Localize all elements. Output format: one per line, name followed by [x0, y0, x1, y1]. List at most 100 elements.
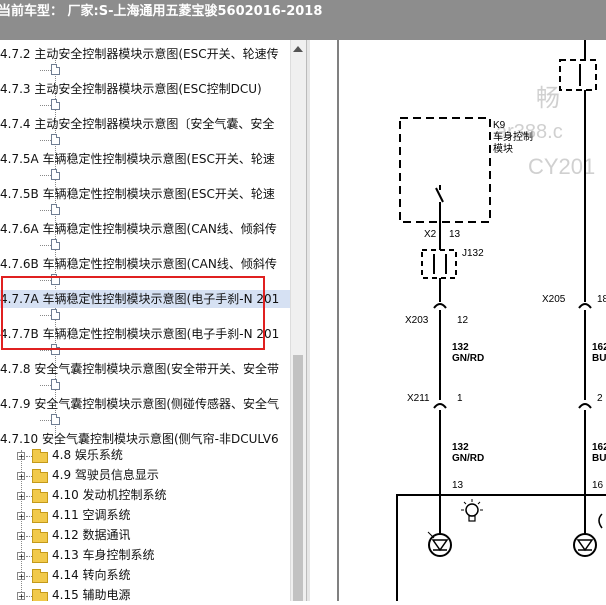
expand-icon[interactable]: +	[17, 552, 25, 561]
expand-icon[interactable]: +	[17, 452, 25, 461]
tree-folder-label: 4.15 辅助电源	[52, 588, 131, 601]
tree-folder-4-14[interactable]: 4.14 转向系统	[52, 566, 131, 584]
connector-symbol	[433, 303, 447, 309]
expand-icon[interactable]: +	[17, 512, 25, 521]
wire-color: GN/RD	[452, 453, 484, 464]
tree-branch	[40, 175, 51, 176]
watermark-text: ar388.c	[496, 121, 563, 143]
tree-folder-4-8[interactable]: 4.8 娱乐系统	[52, 446, 123, 464]
k9-code: K9	[493, 120, 506, 131]
tree-folder-4-15[interactable]: 4.15 辅助电源	[52, 586, 131, 601]
window-title-bar: 当前车型： 厂家:S-上海通用五菱宝骏5602016-2018	[0, 0, 606, 40]
connector-label: X205	[542, 294, 566, 305]
connector-label: J132	[462, 248, 484, 259]
tree-guide-line	[55, 60, 56, 445]
tree-folder-4-11[interactable]: 4.11 空调系统	[52, 506, 131, 524]
pin-label: 18	[597, 294, 606, 305]
tree-item-4-7-4[interactable]: 4.7.4 主动安全控制器模块示意图〔安全气囊、安全	[0, 115, 290, 133]
connector-label: X2	[424, 229, 437, 240]
tree-branch	[40, 350, 51, 351]
pin-label: 2	[597, 393, 603, 404]
wire-number: 132	[452, 442, 469, 453]
expand-icon[interactable]: +	[17, 492, 25, 501]
tree-branch	[40, 105, 51, 106]
document-icon	[51, 134, 60, 145]
connector-label: X203	[405, 315, 429, 326]
tree-branch	[26, 596, 32, 597]
tree-branch	[26, 536, 32, 537]
tree-folder-label: 4.13 车身控制系统	[52, 548, 155, 562]
tree-branch	[40, 385, 51, 386]
expand-icon[interactable]: +	[17, 572, 25, 581]
tree-item-4-7-8[interactable]: 4.7.8 安全气囊控制模块示意图(安全带开关、安全带	[0, 360, 290, 378]
document-icon	[51, 239, 60, 250]
tree-item-4-7-6a[interactable]: 4.7.6A 车辆稳定性控制模块示意图(CAN线、倾斜传	[0, 220, 290, 238]
tree-item-4-7-6b[interactable]: 4.7.6B 车辆稳定性控制模块示意图(CAN线、倾斜传	[0, 255, 290, 273]
tree-item-label: 4.7.6A 车辆稳定性控制模块示意图(CAN线、倾斜传	[0, 222, 277, 236]
tree-branch	[26, 556, 32, 557]
partial-bulb-icon	[598, 513, 603, 529]
pane-splitter[interactable]	[306, 40, 310, 601]
folder-icon	[32, 509, 48, 523]
expand-icon[interactable]: +	[17, 472, 25, 481]
tree-item-4-7-9[interactable]: 4.7.9 安全气囊控制模块示意图(侧碰传感器、安全气	[0, 395, 290, 413]
pin-label: 12	[457, 315, 469, 326]
scroll-up-arrow-icon[interactable]	[293, 46, 303, 52]
expand-icon[interactable]: +	[17, 592, 25, 601]
tree-item-label: 4.7.7B 车辆稳定性控制模块示意图(电子手刹-N 201	[0, 327, 280, 341]
tree-item-4-7-7b[interactable]: 4.7.7B 车辆稳定性控制模块示意图(电子手刹-N 201	[0, 325, 290, 343]
tree-item-label: 4.7.10 安全气囊控制模块示意图(侧气帘-非DCULV6	[0, 432, 279, 446]
tree-item-label: 4.7.3 主动安全控制器模块示意图(ESC控制DCU)	[0, 82, 262, 96]
folder-icon	[32, 589, 48, 601]
pin-label: 13	[449, 229, 461, 240]
switch-symbol	[435, 187, 444, 203]
tree-item-4-7-10[interactable]: 4.7.10 安全气囊控制模块示意图(侧气帘-非DCULV6	[0, 430, 290, 448]
pin-label: 1	[457, 393, 463, 404]
light-bulb-icon	[461, 499, 483, 522]
folder-icon	[32, 529, 48, 543]
tree-branch	[40, 140, 51, 141]
document-icon	[51, 309, 60, 320]
wire-color: GN/RD	[452, 353, 484, 364]
tree-item-4-7-2[interactable]: 4.7.2 主动安全控制器模块示意图(ESC开关、轮速传	[0, 45, 290, 63]
tree-folder-label: 4.14 转向系统	[52, 568, 131, 582]
tree-folder-4-13[interactable]: 4.13 车身控制系统	[52, 546, 155, 564]
tree-branch	[26, 576, 32, 577]
tree-folder-4-10[interactable]: 4.10 发动机控制系统	[52, 486, 167, 504]
tree-item-label: 4.7.4 主动安全控制器模块示意图〔安全气囊、安全	[0, 117, 275, 131]
document-icon	[51, 169, 60, 180]
tree-item-label: 4.7.7A 车辆稳定性控制模块示意图(电子手刹-N 201	[0, 292, 280, 306]
tree-branch	[40, 245, 51, 246]
folder-icon	[32, 469, 48, 483]
document-icon	[51, 204, 60, 215]
tree-folder-label: 4.10 发动机控制系统	[52, 488, 167, 502]
highlight-box	[1, 276, 265, 350]
tree-folder-4-9[interactable]: 4.9 驾驶员信息显示	[52, 466, 159, 484]
tree-item-4-7-5a[interactable]: 4.7.5A 车辆稳定性控制模块示意图(ESC开关、轮速	[0, 150, 290, 168]
j132-connector-box	[421, 249, 457, 279]
document-icon	[51, 379, 60, 390]
diagram-viewer[interactable]: 畅 ar388.c CY201 K9 车身控制 模块 X2 13 J132 X2…	[310, 40, 606, 605]
tree-item-4-7-3[interactable]: 4.7.3 主动安全控制器模块示意图(ESC控制DCU)	[0, 80, 290, 98]
wire-number: 162	[592, 442, 606, 453]
led-icon	[428, 533, 452, 557]
lamp-module-box	[396, 494, 606, 605]
scrollbar-thumb[interactable]	[293, 355, 303, 601]
pin-label: 16	[592, 480, 604, 491]
wire-number: 162	[592, 342, 606, 353]
document-icon	[51, 64, 60, 75]
folder-icon	[32, 449, 48, 463]
tree-item-label: 4.7.5B 车辆稳定性控制模块示意图(ESC开关、轮速	[0, 187, 275, 201]
window-title: 当前车型： 厂家:S-上海通用五菱宝骏5602016-2018	[0, 4, 323, 19]
folder-icon	[32, 549, 48, 563]
tree-branch	[40, 420, 51, 421]
tree-folder-4-12[interactable]: 4.12 数据通讯	[52, 526, 131, 544]
tree-item-4-7-5b[interactable]: 4.7.5B 车辆稳定性控制模块示意图(ESC开关、轮速	[0, 185, 290, 203]
tree-item-4-7-7a[interactable]: 4.7.7A 车辆稳定性控制模块示意图(电子手刹-N 201	[0, 290, 290, 308]
document-tree[interactable]: 4.7.2 主动安全控制器模块示意图(ESC开关、轮速传 4.7.3 主动安全控…	[0, 40, 290, 601]
pin-label: 13	[452, 480, 464, 491]
expand-icon[interactable]: +	[17, 532, 25, 541]
wiring-diagram: 畅 ar388.c CY201 K9 车身控制 模块 X2 13 J132 X2…	[337, 40, 606, 605]
connector-label: X211	[407, 393, 430, 404]
tree-folder-label: 4.11 空调系统	[52, 508, 131, 522]
